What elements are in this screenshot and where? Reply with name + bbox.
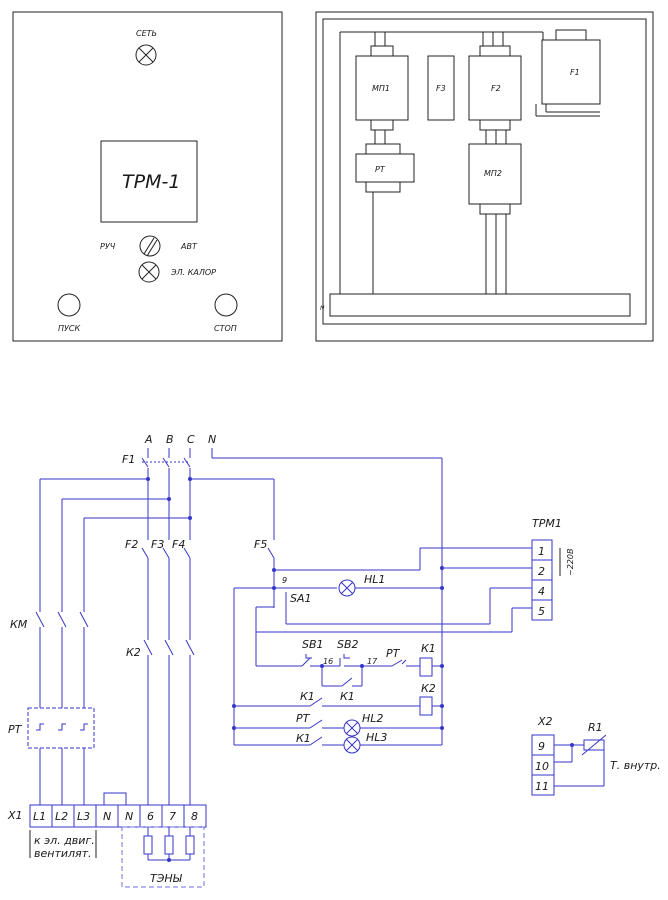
x1-term-4: N — [103, 810, 111, 823]
phase-a-label: A — [144, 433, 153, 446]
mp2-label: МП2 — [484, 169, 502, 178]
stop-button — [214, 293, 238, 317]
mp1-label: МП1 — [372, 84, 390, 93]
f3-label-schematic: F3 — [151, 538, 164, 551]
start-label: ПУСК — [58, 324, 80, 333]
k1-row-label: К1 — [300, 690, 315, 703]
x1-term-3: L3 — [77, 810, 90, 823]
x1-note-1: к эл. двиг. — [34, 834, 95, 847]
x1-term-5: N — [125, 810, 133, 823]
heater-1 — [143, 835, 153, 855]
x1-term-8: 8 — [191, 810, 198, 823]
hl3-label: HL3 — [366, 731, 387, 744]
x1-term-1: L1 — [33, 810, 46, 823]
node-17-label: 17 — [367, 657, 378, 666]
f5-label-schematic: F5 — [254, 538, 267, 551]
k2-label: К2 — [126, 646, 141, 659]
start-button — [57, 293, 81, 317]
stop-label: СТОП — [214, 324, 237, 333]
avt-label: АВТ — [180, 242, 198, 251]
x1-label: Х1 — [7, 809, 23, 822]
pt-row-label: РТ — [296, 712, 311, 725]
k2-coil — [419, 696, 433, 716]
x1-term-6: 6 — [147, 810, 154, 823]
k1-coil — [419, 657, 433, 677]
svg-text:N: N — [320, 305, 325, 312]
trm1-label: ТРМ1 — [532, 517, 562, 530]
f2-label: F2 — [491, 84, 501, 93]
trm-display — [100, 140, 198, 223]
x2-note: Т. внутр. — [610, 759, 661, 772]
heaters-label: ТЭНЫ — [150, 872, 183, 885]
heater-3 — [185, 835, 195, 855]
hl1-lamp-icon — [338, 579, 356, 597]
node-9-label: 9 — [282, 576, 287, 585]
set-label: СЕТЬ — [136, 29, 157, 38]
sb2-label: SB2 — [337, 638, 359, 651]
r1-label: R1 — [588, 721, 603, 734]
km-label: КМ — [10, 618, 28, 631]
heater-2 — [164, 835, 174, 855]
calor-lamp-icon — [138, 261, 160, 283]
pt2-label: РТ — [386, 647, 401, 660]
trm1-term-5: 5 — [538, 605, 545, 618]
k2-coil-label: К2 — [421, 682, 436, 695]
f1-label-schematic: F1 — [122, 453, 135, 466]
schematic: A B C N F1 F2 F3 F4 — [7, 433, 661, 888]
rt-label: РТ — [375, 165, 386, 174]
x1-note-2: вентилят. — [34, 847, 92, 860]
hl3-lamp-icon — [343, 736, 361, 754]
pt-label: РТ — [8, 723, 23, 736]
calor-label: ЭЛ. КАЛОР — [170, 268, 216, 277]
x2-term-10: 10 — [535, 760, 549, 773]
f2-label-schematic: F2 — [125, 538, 138, 551]
trm1-voltage: ~220В — [566, 549, 575, 576]
sa1-label: SA1 — [290, 592, 312, 605]
trm1-term-2: 2 — [538, 565, 545, 578]
mode-switch-icon — [139, 235, 161, 257]
trm1-term-4: 4 — [538, 585, 545, 598]
hl2-label: HL2 — [362, 712, 383, 725]
k1-row3-label: К1 — [296, 732, 311, 745]
phase-b-label: B — [166, 433, 174, 446]
sb1-label: SB1 — [302, 638, 324, 651]
x2-term-11: 11 — [535, 780, 549, 793]
node-16-label: 16 — [323, 657, 333, 666]
front-panel: СЕТЬ ТРМ-1 РУЧ АВТ ЭЛ. КАЛОР ПУСК СТОП — [12, 11, 283, 342]
x2-term-9: 9 — [538, 740, 545, 753]
phase-c-label: C — [187, 433, 195, 446]
f1-label: F1 — [570, 68, 580, 77]
hl2-lamp-icon — [343, 719, 361, 737]
f-small-label: F3 — [436, 84, 446, 93]
k1-coil-label: К1 — [421, 642, 436, 655]
x1-term-7: 7 — [169, 810, 176, 823]
k1-seal-label: К1 — [340, 690, 355, 703]
x2-label: Х2 — [537, 715, 553, 728]
set-lamp-icon — [135, 44, 157, 66]
x1-term-2: L2 — [55, 810, 68, 823]
ruch-label: РУЧ — [100, 242, 116, 251]
trm1-term-1: 1 — [538, 545, 545, 558]
phase-n-label: N — [208, 433, 216, 446]
hl1-label: HL1 — [364, 573, 385, 586]
inside-panel: N МП1 F3 F2 F1 РТ — [315, 11, 654, 342]
f4-label-schematic: F4 — [172, 538, 185, 551]
trm-label: ТРМ-1 — [122, 171, 180, 193]
